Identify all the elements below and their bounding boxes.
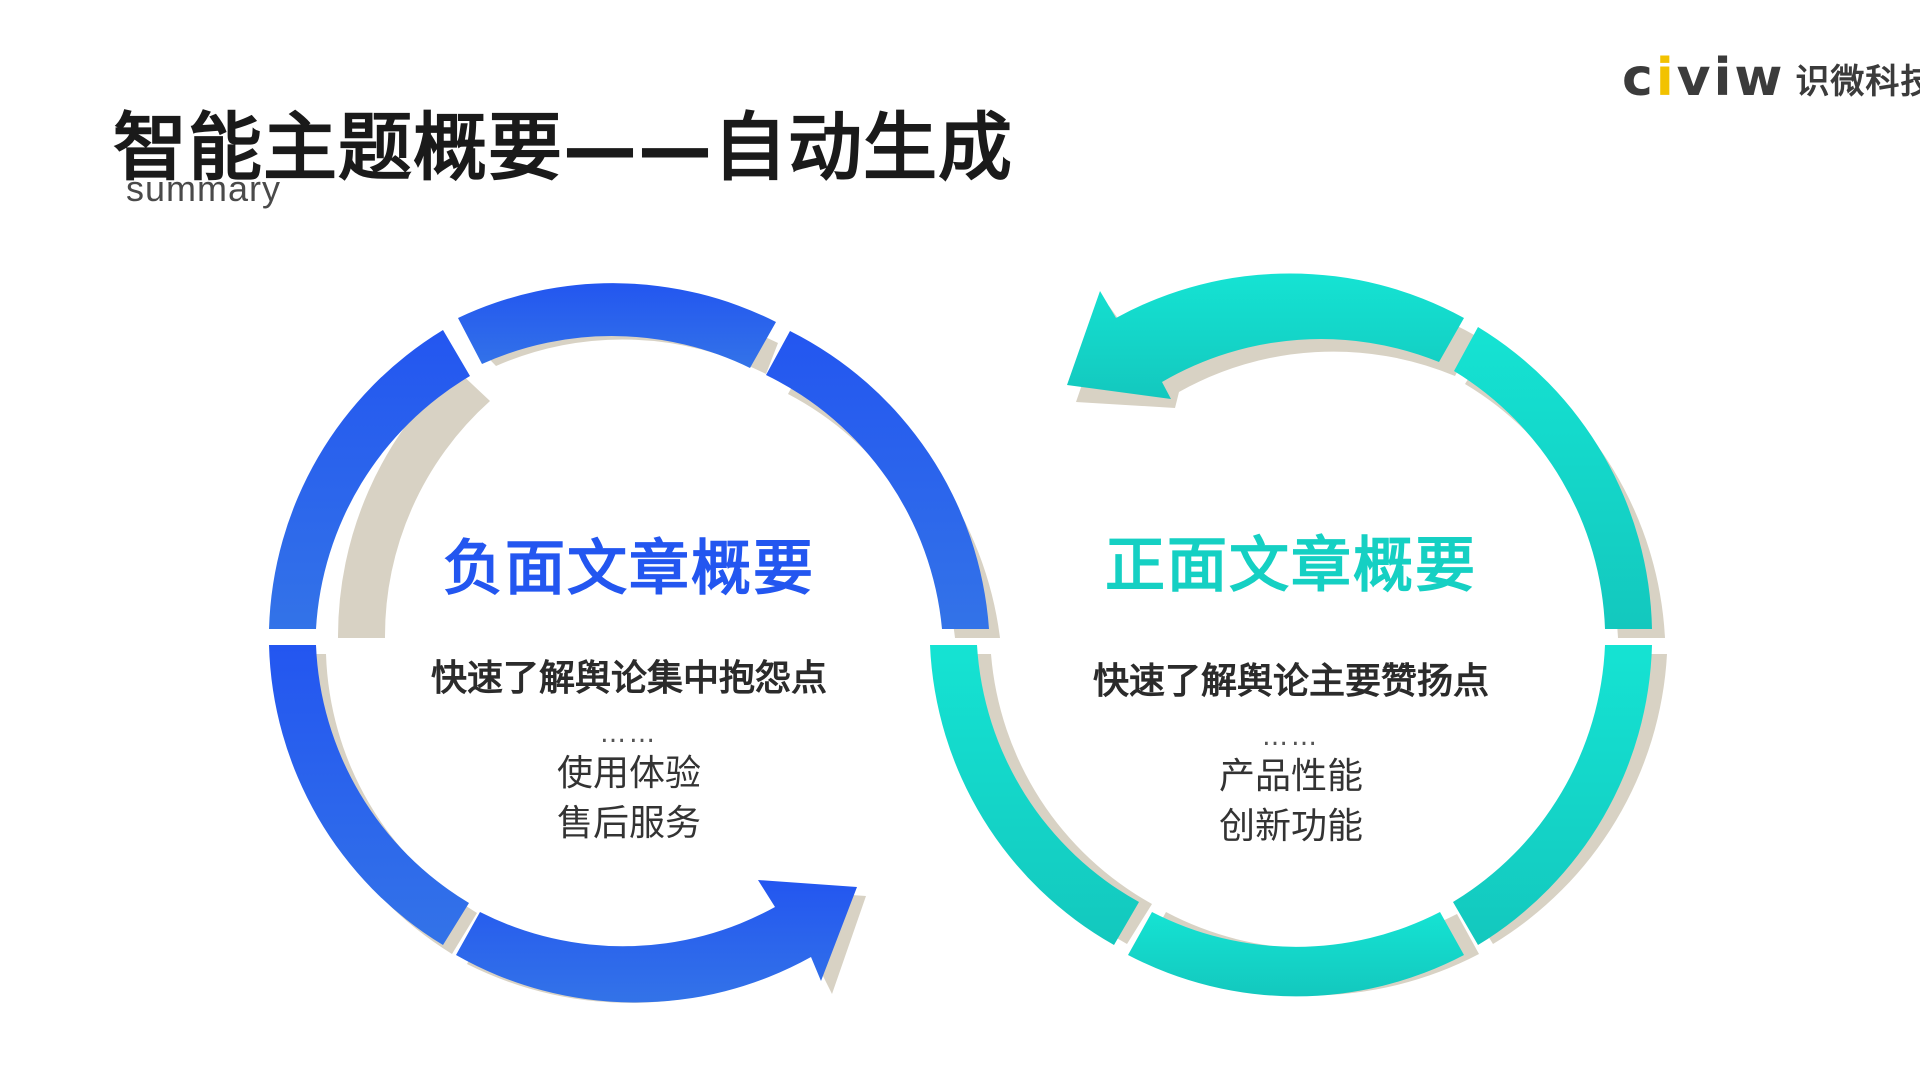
- positive-ellipsis: ……: [1261, 722, 1320, 752]
- pos-ring-segment-right-bottom: [1453, 645, 1652, 945]
- page-subtitle: summary: [126, 168, 282, 209]
- pos-ring-arrow-segment: [1067, 273, 1464, 399]
- positive-ring: [930, 273, 1652, 997]
- positive-heading: 正面文章概要: [1104, 531, 1477, 601]
- negative-ring: [269, 283, 989, 1003]
- negative-item: 使用体验: [556, 753, 702, 794]
- page-title: 智能主题概要——自动生成: [113, 105, 1013, 191]
- neg-ring-segment-top: [458, 283, 776, 368]
- logo-wordmark: civiw: [1622, 48, 1786, 108]
- negative-heading: 负面文章概要: [442, 534, 815, 604]
- pos-ring-segment-right-top: [1454, 327, 1652, 629]
- positive-description: 快速了解舆论主要赞扬点: [1092, 661, 1490, 702]
- pos-seg-shadow: [944, 654, 1152, 944]
- neg-ring-arrow-segment: [456, 880, 857, 1003]
- pos-ring-segment-bottom: [1128, 912, 1464, 997]
- positive-summary-content: 正面文章概要 快速了解舆论主要赞扬点 …… 产品性能 创新功能: [1093, 517, 1489, 852]
- negative-summary-content: 负面文章概要 快速了解舆论集中抱怨点 …… 使用体验 售后服务: [431, 520, 827, 849]
- neg-ring-segment-left-bottom: [269, 645, 469, 945]
- negative-ellipsis: ……: [599, 719, 658, 749]
- pos-ring-segment-left-bottom: [930, 645, 1139, 945]
- brand-logo: civiw 识微科技: [1622, 48, 1920, 108]
- positive-item: 创新功能: [1218, 806, 1364, 847]
- logo-company-name: 识微科技: [1795, 61, 1920, 102]
- negative-description: 快速了解舆论集中抱怨点: [430, 658, 828, 699]
- negative-item: 售后服务: [556, 803, 702, 844]
- neg-ring-segment-left-top: [269, 330, 470, 629]
- neg-seg-shadow: [337, 369, 490, 638]
- neg-ring-segment-right-top: [766, 331, 989, 629]
- positive-item: 产品性能: [1218, 756, 1364, 797]
